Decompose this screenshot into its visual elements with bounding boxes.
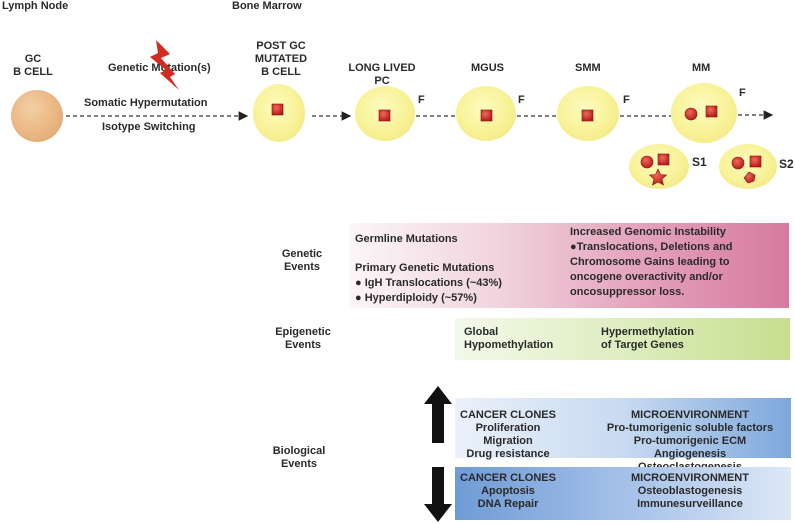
- llpc-square-marker: [378, 109, 391, 122]
- mm-label: MM: [692, 62, 711, 74]
- down-arrow-icon: [424, 467, 452, 522]
- s2-pentagon-marker: [743, 171, 756, 184]
- up-arrow-icon: [424, 386, 452, 443]
- lymph-node-header: Lymph Node: [2, 0, 69, 12]
- mgus-square-marker: [480, 109, 493, 122]
- mm-f-label: F: [739, 87, 746, 99]
- s2-circle-marker: [731, 156, 745, 170]
- post-gc-square-marker: [271, 103, 284, 116]
- genetic-mutation-label: Genetic Mutation(s): [108, 62, 211, 74]
- smm-label: SMM: [575, 62, 601, 74]
- s1-star-marker: [648, 168, 668, 186]
- mm-circle-marker: [684, 107, 698, 121]
- igh-translocations-item: ● IgH Translocations (~43%): [355, 277, 502, 289]
- mm-square-marker: [705, 105, 718, 118]
- hyperdiploidy-item: ● Hyperdiploidy (~57%): [355, 292, 477, 304]
- primary-genetic-mutations-title: Primary Genetic Mutations: [355, 262, 495, 274]
- mgus-f-label: F: [518, 94, 525, 106]
- down-microenvironment: MICROENVIRONMENT Osteoblastogenesis Immu…: [631, 472, 749, 510]
- biological-down-box: CANCER CLONES Apoptosis DNA Repair MICRO…: [455, 467, 791, 520]
- lightning-bolt-icon: [150, 40, 179, 90]
- genetic-events-box: Germline Mutations Primary Genetic Mutat…: [349, 223, 789, 308]
- s2-square-marker: [749, 155, 762, 168]
- mgus-label: MGUS: [471, 62, 504, 74]
- somatic-hypermutation-label: Somatic Hypermutation: [84, 97, 208, 109]
- mm-cell: [671, 83, 737, 143]
- s1-label: S1: [692, 155, 707, 169]
- isotype-switching-label: Isotype Switching: [102, 121, 196, 133]
- smm-f-label: F: [623, 94, 630, 106]
- bone-marrow-header: Bone Marrow: [232, 0, 302, 12]
- up-microenvironment: MICROENVIRONMENT Pro-tumorigenic soluble…: [606, 409, 774, 473]
- s1-circle-marker: [640, 155, 654, 169]
- genomic-instability-text: Increased Genomic Instability ●Transloca…: [570, 226, 733, 298]
- gc-b-cell: [11, 90, 63, 142]
- biological-up-box: CANCER CLONES Proliferation Migration Dr…: [455, 398, 791, 473]
- down-cancer-clones: CANCER CLONES Apoptosis DNA Repair: [460, 472, 556, 510]
- germline-mutations: Germline Mutations: [355, 233, 458, 245]
- smm-square-marker: [581, 109, 594, 122]
- up-cancer-clones: CANCER CLONES Proliferation Migration Dr…: [460, 409, 556, 460]
- s1-square-marker: [657, 153, 670, 166]
- s2-label: S2: [779, 157, 794, 171]
- llpc-f-label: F: [418, 94, 425, 106]
